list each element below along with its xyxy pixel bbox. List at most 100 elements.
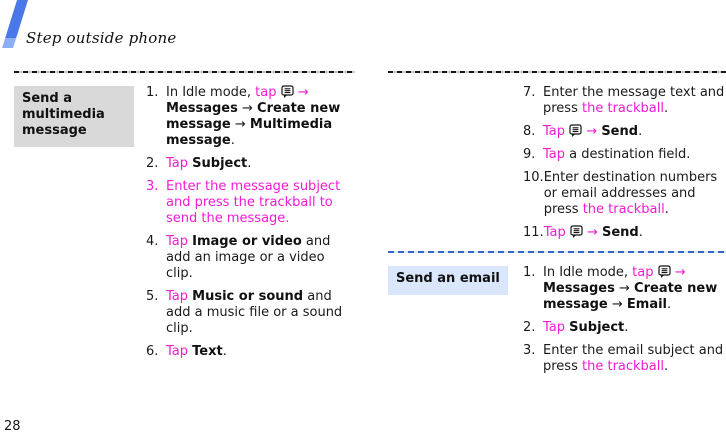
action-text: the trackball — [582, 101, 664, 116]
item-text: Enter the email subject and press the tr… — [543, 343, 726, 375]
body-text: . — [664, 202, 669, 217]
item-number: 5. — [146, 289, 159, 304]
list-item: 7. Enter the message text and press the t… — [523, 85, 726, 117]
page-number: 28 — [4, 419, 21, 434]
item-number: 9. — [523, 147, 536, 162]
section-send-multimedia-message-continued: 7. Enter the message text and press the t… — [388, 85, 726, 241]
body-text: In Idle mode, — [543, 265, 633, 280]
menu-item-name: Messages — [166, 101, 238, 116]
body-text: and add an image or a video clip. — [166, 234, 331, 281]
action-text: Tap — [543, 147, 570, 162]
body-text: → — [237, 101, 258, 116]
body-text: In Idle mode, — [166, 85, 256, 100]
list-item: 2. Tap Subject. — [146, 156, 355, 172]
action-text: Enter the message subject and press the … — [166, 179, 341, 226]
item-text: Tap Text. — [166, 344, 355, 360]
list-item: 5. Tap Music or sound and add a music fil… — [146, 289, 355, 337]
list-item: 10.Enter destination numbers or email ad… — [523, 170, 726, 218]
body-text: a destination field. — [569, 147, 691, 162]
item-text: Tap a destination field. — [543, 147, 726, 163]
body-text: Enter the email subject and press — [543, 343, 724, 374]
body-text: . — [664, 359, 669, 374]
menu-item-name: Text — [192, 344, 223, 359]
item-number: 1. — [523, 265, 536, 280]
action-text: Tap — [543, 320, 570, 335]
dashed-divider — [14, 71, 355, 73]
action-text: Tap — [166, 344, 193, 359]
section-send-an-email: Send an email 1. In Idle mode, tap → Messa… — [388, 265, 726, 375]
item-number: 1. — [146, 85, 159, 100]
action-text: tap — [255, 85, 281, 100]
list-item: 3. Enter the message subject and press th… — [146, 179, 355, 227]
list-item: 9. Tap a destination field. — [523, 147, 726, 163]
body-text: . — [230, 133, 235, 148]
action-text: Tap — [166, 234, 193, 249]
item-text: Tap Music or sound and add a music file … — [166, 289, 355, 337]
section-label: Send a multimedia message — [14, 86, 134, 147]
item-number: 7. — [523, 85, 536, 100]
item-number: 2. — [146, 156, 159, 171]
body-text: → — [230, 117, 250, 132]
menu-item-name: Send — [601, 124, 639, 139]
body-text: . — [638, 124, 643, 139]
list-item: 11.Tap → Send. — [523, 225, 726, 241]
item-number: 11. — [523, 225, 544, 240]
item-number: 6. — [146, 344, 159, 359]
menu-icon — [658, 265, 671, 281]
action-text: the trackball — [582, 359, 664, 374]
list-item: 4. Tap Image or video and add an image or… — [146, 234, 355, 282]
action-text: Tap — [543, 124, 570, 139]
list-item: 6. Tap Text. — [146, 344, 355, 360]
chapter-slash-icon — [2, 0, 28, 48]
item-number: 10. — [523, 170, 544, 185]
list-item: 3. Enter the email subject and press the … — [523, 343, 726, 375]
item-text: Enter destination numbers or email addre… — [544, 170, 726, 218]
menu-item-name: Send — [602, 225, 639, 240]
dashed-divider — [388, 71, 726, 73]
menu-item-name: Email — [626, 297, 668, 312]
list-item: 8. Tap → Send. — [523, 124, 726, 140]
menu-item-name: Messages — [543, 281, 615, 296]
action-text: → — [293, 85, 309, 100]
body-text: . — [247, 156, 252, 171]
item-text: Enter the message text and press the tra… — [543, 85, 726, 117]
menu-icon — [281, 85, 294, 101]
item-number: 3. — [523, 343, 536, 358]
menu-item-name: Image or video — [192, 234, 302, 249]
action-text: Tap — [166, 289, 193, 304]
body-text: . — [667, 297, 672, 312]
body-text: → — [607, 297, 627, 312]
item-number: 3. — [146, 179, 159, 194]
chapter-title: Step outside phone — [26, 29, 177, 47]
item-text: In Idle mode, tap → Messages → Create ne… — [166, 85, 355, 149]
item-text: In Idle mode, tap → Messages → Create ne… — [543, 265, 726, 313]
item-text: Tap Image or video and add an image or a… — [166, 234, 355, 282]
item-number: 2. — [523, 320, 536, 335]
list-item: 1. In Idle mode, tap → Messages → Create … — [523, 265, 726, 313]
body-text: . — [664, 101, 669, 116]
menu-item-name: Create new message — [543, 281, 718, 312]
menu-item-name: Multimedia message — [166, 117, 333, 148]
action-text: → — [582, 124, 602, 139]
action-text: the trackball — [582, 202, 665, 217]
body-text: . — [638, 225, 643, 240]
item-number: 8. — [523, 124, 536, 139]
item-number: 4. — [146, 234, 159, 249]
menu-item-name: Music or sound — [192, 289, 304, 304]
section-send-multimedia-message: Send a multimedia message 1. In Idle mode,… — [14, 85, 355, 360]
body-text: . — [624, 320, 629, 335]
item-text: Tap Subject. — [166, 156, 355, 172]
action-text: → — [582, 225, 602, 240]
body-text: . — [222, 344, 227, 359]
menu-item-name: Subject — [192, 156, 248, 171]
body-text: Enter destination numbers or email addre… — [543, 170, 718, 217]
right-column: 7. Enter the message text and press the t… — [388, 71, 726, 382]
action-text: tap — [632, 265, 658, 280]
menu-item-name: Create new message — [166, 101, 341, 132]
body-text: and add a music file or a sound clip. — [166, 289, 343, 336]
action-text: Tap — [166, 156, 193, 171]
list-item: 1. In Idle mode, tap → Messages → Create … — [146, 85, 355, 149]
section-label: Send an email — [388, 266, 508, 295]
menu-item-name: Subject — [569, 320, 625, 335]
